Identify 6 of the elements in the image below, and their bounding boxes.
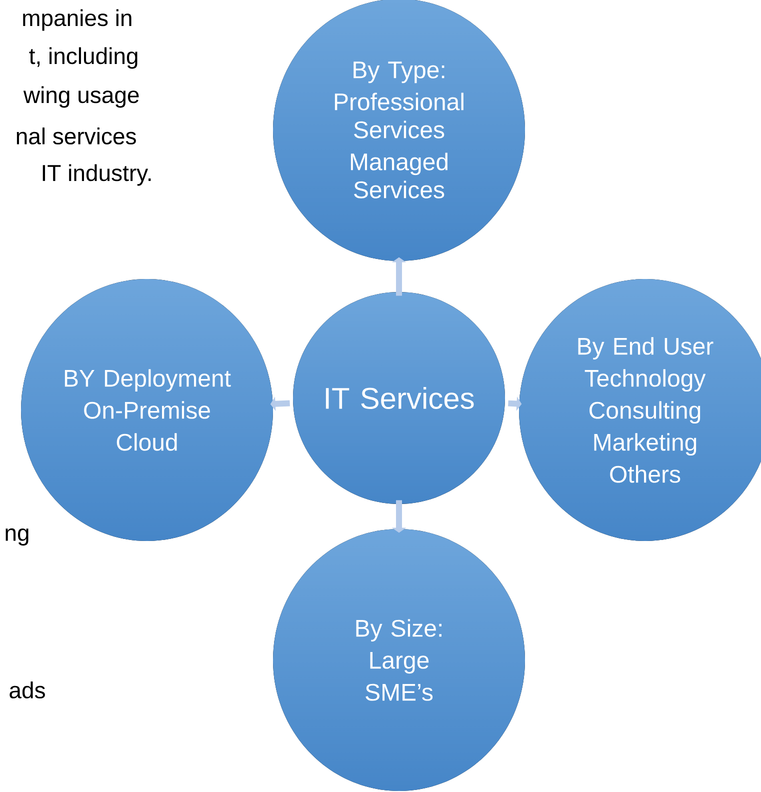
- text-fragment: IT industry.: [42, 164, 151, 186]
- text-fragment: t, including: [29, 47, 138, 69]
- text-fragment: nal services: [16, 128, 136, 144]
- text-fragment: wing usage: [23, 86, 139, 108]
- text-fragment: mpanies in: [23, 9, 132, 31]
- text-fragment: ads: [10, 682, 45, 698]
